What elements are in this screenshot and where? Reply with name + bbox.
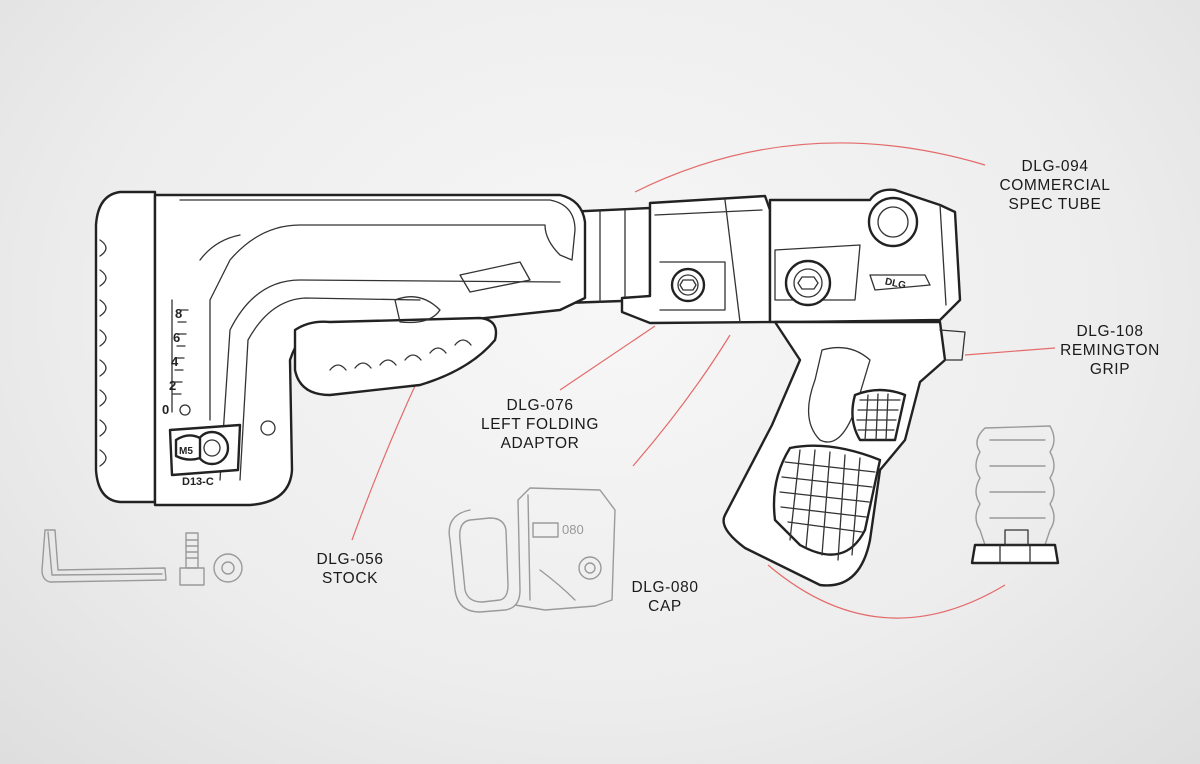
leader-cap <box>632 334 731 467</box>
cap-part: 080 <box>448 487 616 613</box>
bolt-icon <box>179 532 205 586</box>
buttpad-ribs <box>99 239 107 467</box>
scale-6: 6 <box>173 330 180 345</box>
label-adaptor-line3: ADAPTOR <box>500 435 580 452</box>
leader-lines <box>351 142 1056 619</box>
scale-0: 0 <box>162 402 169 417</box>
stock: 8 6 4 2 0 M5 D13-C <box>94 190 587 507</box>
grip-texture <box>856 393 901 441</box>
cap-number-mark: 080 <box>562 522 584 537</box>
leader-adaptor <box>559 325 656 391</box>
label-remington-grip: DLG-108 REMINGTON GRIP <box>1045 322 1175 379</box>
grip-texture-lower <box>779 449 876 561</box>
label-grip-line3: GRIP <box>1089 361 1131 378</box>
spring-buffer-icon <box>970 425 1060 565</box>
folding-adaptor <box>620 194 772 325</box>
label-grip-code: DLG-108 <box>1076 323 1144 340</box>
leader-bottom <box>767 564 1006 619</box>
scale-8: 8 <box>175 306 182 321</box>
remington-grip <box>722 320 966 587</box>
label-grip-line2: REMINGTON <box>1060 342 1160 359</box>
washer-icon <box>213 553 243 583</box>
label-folding-adaptor: DLG-076 LEFT FOLDING ADAPTOR <box>470 396 610 453</box>
stock-screw-mark: M5 <box>179 446 193 457</box>
leader-grip <box>964 347 1056 356</box>
leader-stock <box>351 374 421 541</box>
label-stock-line2: STOCK <box>321 570 379 587</box>
stock-scale: 8 6 4 2 0 <box>162 299 189 417</box>
label-stock: DLG-056 STOCK <box>300 550 400 588</box>
scale-2: 2 <box>169 378 176 393</box>
label-cap: DLG-080 CAP <box>615 578 715 616</box>
label-cap-code: DLG-080 <box>631 579 699 596</box>
label-adaptor-line2: LEFT FOLDING <box>480 416 600 433</box>
label-spec-tube-line2: COMMERCIAL <box>999 177 1111 194</box>
stock-model-mark: D13-C <box>182 476 214 488</box>
label-stock-code: DLG-056 <box>316 551 384 568</box>
hex-key-icon <box>41 529 167 583</box>
leader-tube <box>634 142 986 193</box>
scale-4: 4 <box>171 354 179 369</box>
label-adaptor-code: DLG-076 <box>506 397 574 414</box>
grip-logo: DLG <box>884 276 907 291</box>
label-spec-tube: DLG-094 COMMERCIAL SPEC TUBE <box>990 157 1120 214</box>
stock-ribs <box>329 339 472 371</box>
label-spec-tube-code: DLG-094 <box>1021 158 1089 175</box>
receiver-block: DLG <box>768 188 962 324</box>
label-spec-tube-line3: SPEC TUBE <box>1008 196 1102 213</box>
label-cap-line2: CAP <box>648 598 682 615</box>
